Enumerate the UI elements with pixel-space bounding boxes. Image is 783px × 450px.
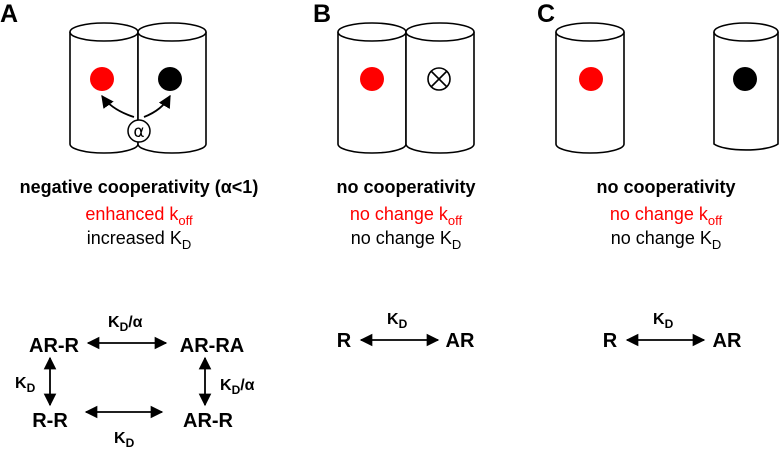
receptor-right-cylinder <box>713 22 779 151</box>
scheme-b-left: R <box>337 330 352 352</box>
cooperativity-arrow-left <box>101 94 135 118</box>
panel-c-caption-kd: no change KD <box>611 228 721 252</box>
scheme-c-right: AR <box>713 330 742 352</box>
receptor-right-cylinder <box>405 22 475 154</box>
panel-a-scheme: AR-R AR-RA R-R AR-R KD/α KD KD/α KD <box>15 314 255 450</box>
scheme-b-constant: KD <box>387 311 408 331</box>
receptor-left-cylinder <box>555 22 625 154</box>
blocked-site-icon <box>427 67 451 91</box>
panel-b-scheme: R AR KD <box>337 311 475 352</box>
allosteric-ligand-dot <box>733 67 757 91</box>
panel-b-caption-koff: no change koff <box>350 204 463 228</box>
orthosteric-ligand-dot <box>579 67 603 91</box>
cooperativity-arrow-right <box>143 94 171 118</box>
orthosteric-ligand-dot <box>90 67 114 91</box>
panel-c-caption-koff: no change koff <box>610 204 723 228</box>
panel-c-caption-title: no cooperativity <box>596 177 735 197</box>
scheme-b-right: AR <box>446 330 475 352</box>
allosteric-ligand-dot <box>158 67 182 91</box>
scheme-c-constant: KD <box>653 311 674 331</box>
receptor-left-cylinder <box>337 22 407 154</box>
panel-b-letter: B <box>313 0 331 28</box>
alpha-circle <box>127 119 151 143</box>
scheme-c-left: R <box>603 330 618 352</box>
panel-c-letter: C <box>537 0 555 28</box>
panel-a-caption-koff: enhanced koff <box>85 204 193 228</box>
panel-a-letter: A <box>0 0 18 28</box>
receptor-right-cylinder <box>137 22 207 154</box>
panel-c: C no cooperativity no change koff no cha… <box>537 0 779 352</box>
panel-a-caption-title: negative cooperativity (α<1) <box>20 177 259 197</box>
scheme-a-bottom-left: R-R <box>32 410 68 432</box>
scheme-a-top-constant: KD/α <box>108 314 143 334</box>
scheme-a-bottom-constant: KD <box>114 430 135 450</box>
scheme-a-left-constant: KD <box>15 375 36 395</box>
panel-a: A α negative cooperativity (α<1) enhance… <box>0 0 258 450</box>
scheme-a-top-left: AR-R <box>29 335 80 357</box>
panel-b: B no cooperativity no change koff no cha… <box>313 0 476 352</box>
panel-b-caption-title: no cooperativity <box>336 177 475 197</box>
scheme-a-right-constant: KD/α <box>220 377 255 397</box>
panel-b-caption-kd: no change KD <box>351 228 461 252</box>
panel-a-caption-kd: increased KD <box>87 228 191 252</box>
receptor-left-cylinder <box>69 22 139 154</box>
scheme-a-bottom-right: AR-R <box>183 410 234 432</box>
alpha-symbol: α <box>133 122 144 142</box>
panel-c-scheme: R AR KD <box>603 311 742 352</box>
scheme-a-top-right: AR-RA <box>180 335 244 357</box>
orthosteric-ligand-dot <box>360 67 384 91</box>
